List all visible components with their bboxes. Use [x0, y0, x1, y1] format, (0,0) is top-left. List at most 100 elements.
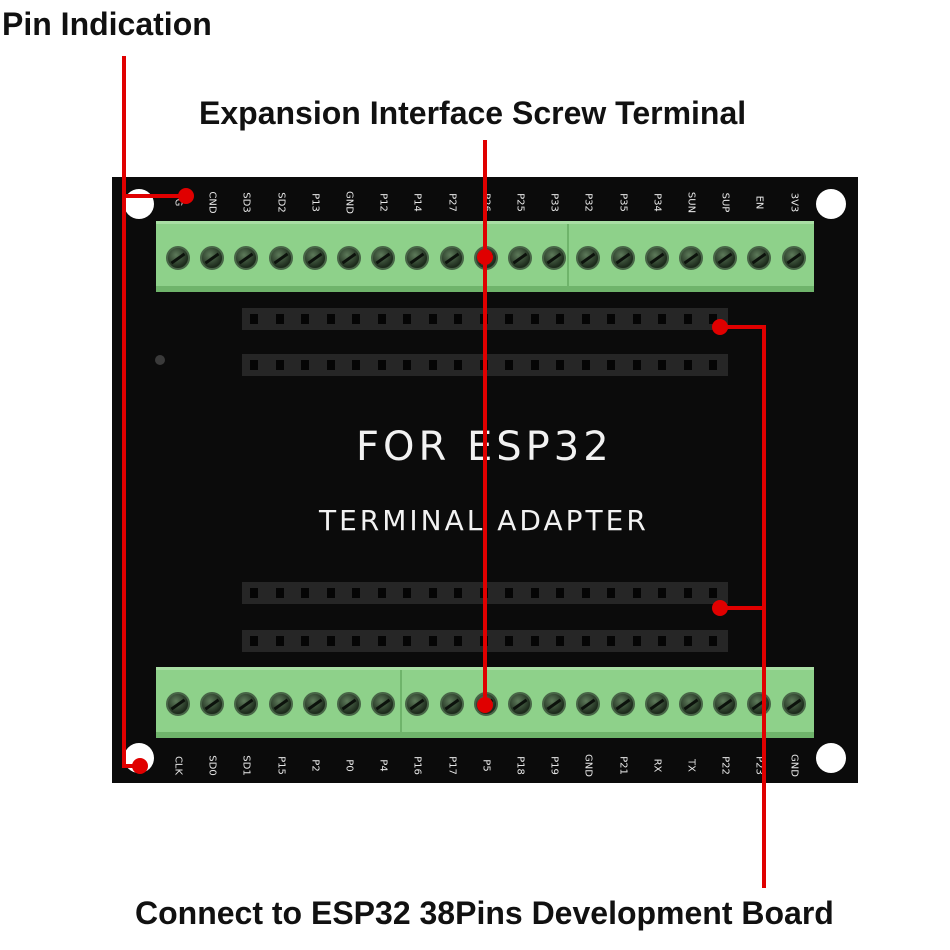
- header-socket: [428, 360, 437, 370]
- terminal-screw: [337, 246, 361, 270]
- terminal-screw: [644, 246, 669, 270]
- header-socket: [326, 360, 335, 370]
- board-subtitle: TERMINAL ADAPTER: [319, 504, 649, 537]
- header-socket: [505, 360, 513, 370]
- header-socket: [556, 314, 564, 324]
- pointer-dot: [712, 319, 728, 335]
- header-socket: [709, 314, 717, 324]
- terminal-screw: [610, 692, 635, 716]
- header-socket: [632, 588, 641, 598]
- header-socket: [326, 314, 335, 324]
- terminal-screw: [610, 246, 635, 270]
- header-socket: [632, 636, 641, 646]
- terminal-screw: [405, 246, 430, 270]
- terminal-screw: [747, 246, 772, 270]
- terminal-screw: [302, 246, 327, 270]
- terminal-screw: [542, 692, 567, 716]
- terminal-screw: [200, 692, 225, 716]
- terminal-screw: [713, 692, 738, 716]
- terminal-screw: [508, 246, 532, 270]
- header-socket: [275, 314, 284, 324]
- header-socket: [505, 314, 513, 324]
- header-socket: [454, 588, 462, 598]
- header-socket: [556, 360, 564, 370]
- terminal-screw: [508, 692, 532, 716]
- header-socket: [581, 588, 590, 598]
- header-socket: [326, 636, 335, 646]
- header-socket: [658, 636, 666, 646]
- terminal-screw: [405, 692, 430, 716]
- terminal-screw: [200, 246, 225, 270]
- terminal-screw: [268, 246, 293, 270]
- terminal-screw: [166, 246, 190, 270]
- header-socket: [709, 588, 717, 598]
- header-socket: [530, 314, 539, 324]
- terminal-screw: [542, 246, 567, 270]
- header-socket: [250, 588, 258, 598]
- header-socket: [301, 360, 309, 370]
- header-socket: [250, 314, 258, 324]
- header-socket: [709, 360, 717, 370]
- pointer-line: [720, 325, 766, 888]
- terminal-screw: [781, 692, 806, 716]
- terminal-screw: [576, 692, 601, 716]
- header-socket: [403, 360, 411, 370]
- header-socket: [377, 314, 386, 324]
- board-title: FOR ESP32: [356, 424, 613, 470]
- header-socket: [301, 314, 309, 324]
- header-socket: [530, 360, 539, 370]
- terminal-screw: [679, 246, 703, 270]
- terminal-screw: [234, 692, 259, 716]
- header-socket: [275, 588, 284, 598]
- header-socket: [352, 588, 360, 598]
- header-socket: [377, 360, 386, 370]
- header-socket: [581, 314, 590, 324]
- header-socket: [454, 314, 462, 324]
- terminal-screw: [371, 692, 396, 716]
- header-socket: [403, 314, 411, 324]
- header-socket: [683, 636, 692, 646]
- header-socket: [301, 636, 309, 646]
- pin-indication-callout: Pin Indication: [2, 6, 212, 42]
- header-socket: [275, 360, 284, 370]
- header-socket: [377, 588, 386, 598]
- header-socket: [403, 636, 411, 646]
- header-socket: [581, 360, 590, 370]
- header-socket: [352, 360, 360, 370]
- terminal-screw: [337, 692, 361, 716]
- pointer-dot: [712, 600, 728, 616]
- header-socket: [301, 588, 309, 598]
- header-socket: [683, 314, 692, 324]
- header-socket: [250, 636, 258, 646]
- terminal-screw: [713, 246, 738, 270]
- header-socket: [581, 636, 590, 646]
- header-socket: [632, 360, 641, 370]
- board-via: [155, 355, 165, 365]
- header-socket: [428, 588, 437, 598]
- header-socket: [377, 636, 386, 646]
- expansion-terminal-callout: Expansion Interface Screw Terminal: [199, 95, 747, 131]
- header-socket: [326, 588, 335, 598]
- header-socket: [658, 588, 666, 598]
- header-socket: [454, 636, 462, 646]
- header-socket: [505, 636, 513, 646]
- pointer-dot: [477, 249, 493, 265]
- terminal-screw: [576, 246, 601, 270]
- header-socket: [505, 588, 513, 598]
- terminal-screw: [644, 692, 669, 716]
- header-socket: [632, 314, 641, 324]
- mounting-hole: [816, 189, 846, 219]
- header-socket: [454, 360, 462, 370]
- header-socket: [607, 588, 615, 598]
- terminal-screw: [747, 692, 772, 716]
- header-socket: [428, 636, 437, 646]
- header-socket: [403, 588, 411, 598]
- terminal-screw: [268, 692, 293, 716]
- header-socket: [352, 314, 360, 324]
- terminal-screw: [166, 692, 190, 716]
- header-socket: [250, 360, 258, 370]
- header-socket: [658, 360, 666, 370]
- terminal-screw: [302, 692, 327, 716]
- pointer-dot: [477, 697, 493, 713]
